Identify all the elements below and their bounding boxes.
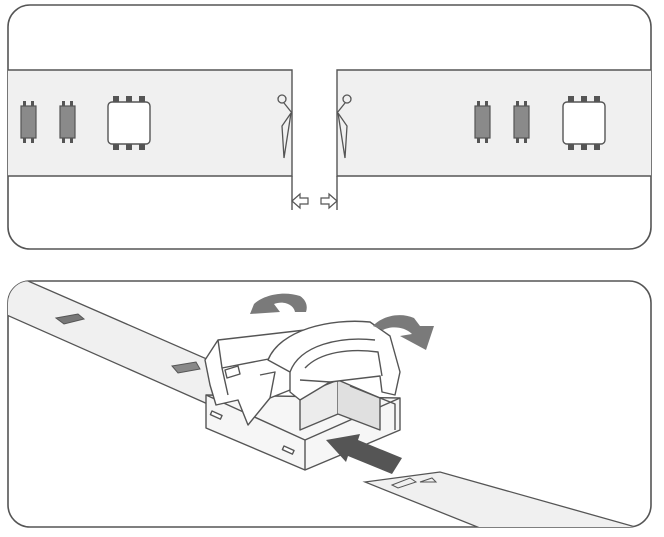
panel-cut	[7, 4, 652, 250]
led-chip	[107, 96, 151, 150]
rotate-arrow-icon	[373, 315, 434, 350]
rotate-arrow-icon	[250, 293, 307, 314]
resistor-chip	[474, 101, 491, 143]
scissors-icon	[336, 94, 352, 159]
led-chip	[562, 96, 606, 150]
strip-left	[8, 69, 293, 177]
strip-to-insert	[362, 471, 651, 527]
panel-connect	[7, 280, 652, 528]
strip-right	[336, 69, 651, 177]
arrow-left-icon	[291, 192, 309, 210]
resistor-chip	[513, 101, 530, 143]
solder-pad	[54, 313, 86, 325]
resistor-chip	[59, 101, 76, 143]
solder-pad	[419, 477, 438, 483]
resistor-chip	[20, 101, 37, 143]
solder-pad	[390, 477, 418, 489]
solder-pad	[171, 361, 201, 374]
arrow-right-icon	[320, 192, 338, 210]
push-arrow-icon	[326, 434, 402, 474]
scissors-icon	[277, 94, 293, 159]
